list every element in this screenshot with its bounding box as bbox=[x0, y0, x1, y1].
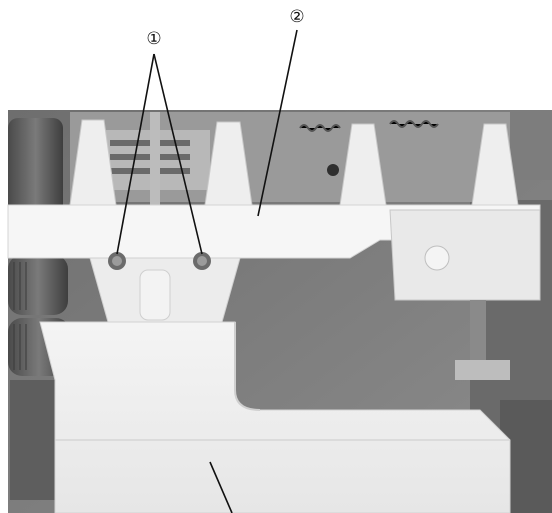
callout-marker-1: ① bbox=[146, 29, 161, 49]
upper-mechanism bbox=[70, 112, 510, 342]
machine-front-body bbox=[39, 321, 511, 513]
callout-leader-lines bbox=[116, 29, 298, 513]
mounting-screw-right bbox=[193, 252, 211, 270]
thread-cone-holders bbox=[69, 119, 519, 206]
svg-text:②: ② bbox=[289, 7, 304, 27]
mounting-screw-left bbox=[108, 252, 126, 270]
callout-marker-2: ② bbox=[289, 7, 304, 27]
svg-text:①: ① bbox=[146, 29, 161, 49]
needle-area bbox=[389, 209, 552, 513]
